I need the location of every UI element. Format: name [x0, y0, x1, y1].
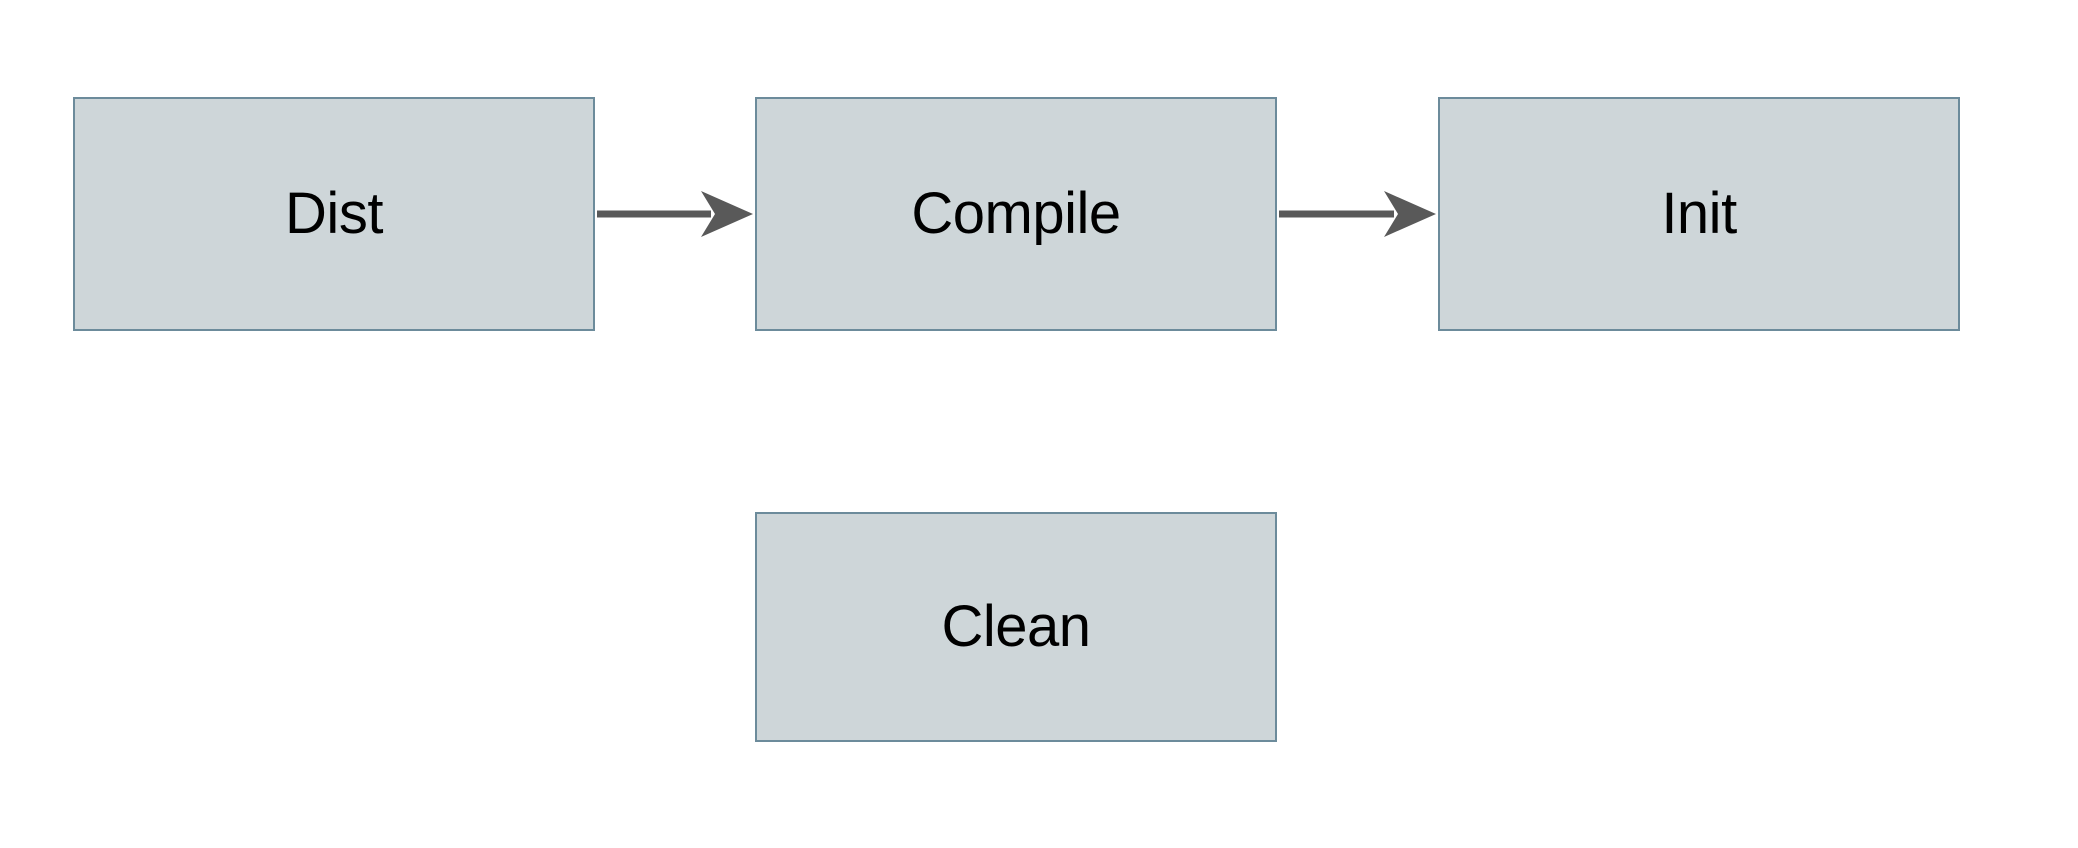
edge-dist-to-compile[interactable]	[597, 182, 753, 246]
node-compile[interactable]: Compile	[755, 97, 1277, 331]
node-dist-label: Dist	[285, 181, 383, 246]
node-init[interactable]: Init	[1438, 97, 1960, 331]
node-init-label: Init	[1661, 181, 1737, 246]
edge-arrowhead-icon	[701, 191, 753, 237]
node-clean[interactable]: Clean	[755, 512, 1277, 742]
node-dist[interactable]: Dist	[73, 97, 595, 331]
node-clean-label: Clean	[941, 594, 1091, 659]
edge-compile-to-init[interactable]	[1279, 182, 1436, 246]
edge-arrowhead-icon	[1384, 191, 1436, 237]
node-compile-label: Compile	[911, 181, 1121, 246]
